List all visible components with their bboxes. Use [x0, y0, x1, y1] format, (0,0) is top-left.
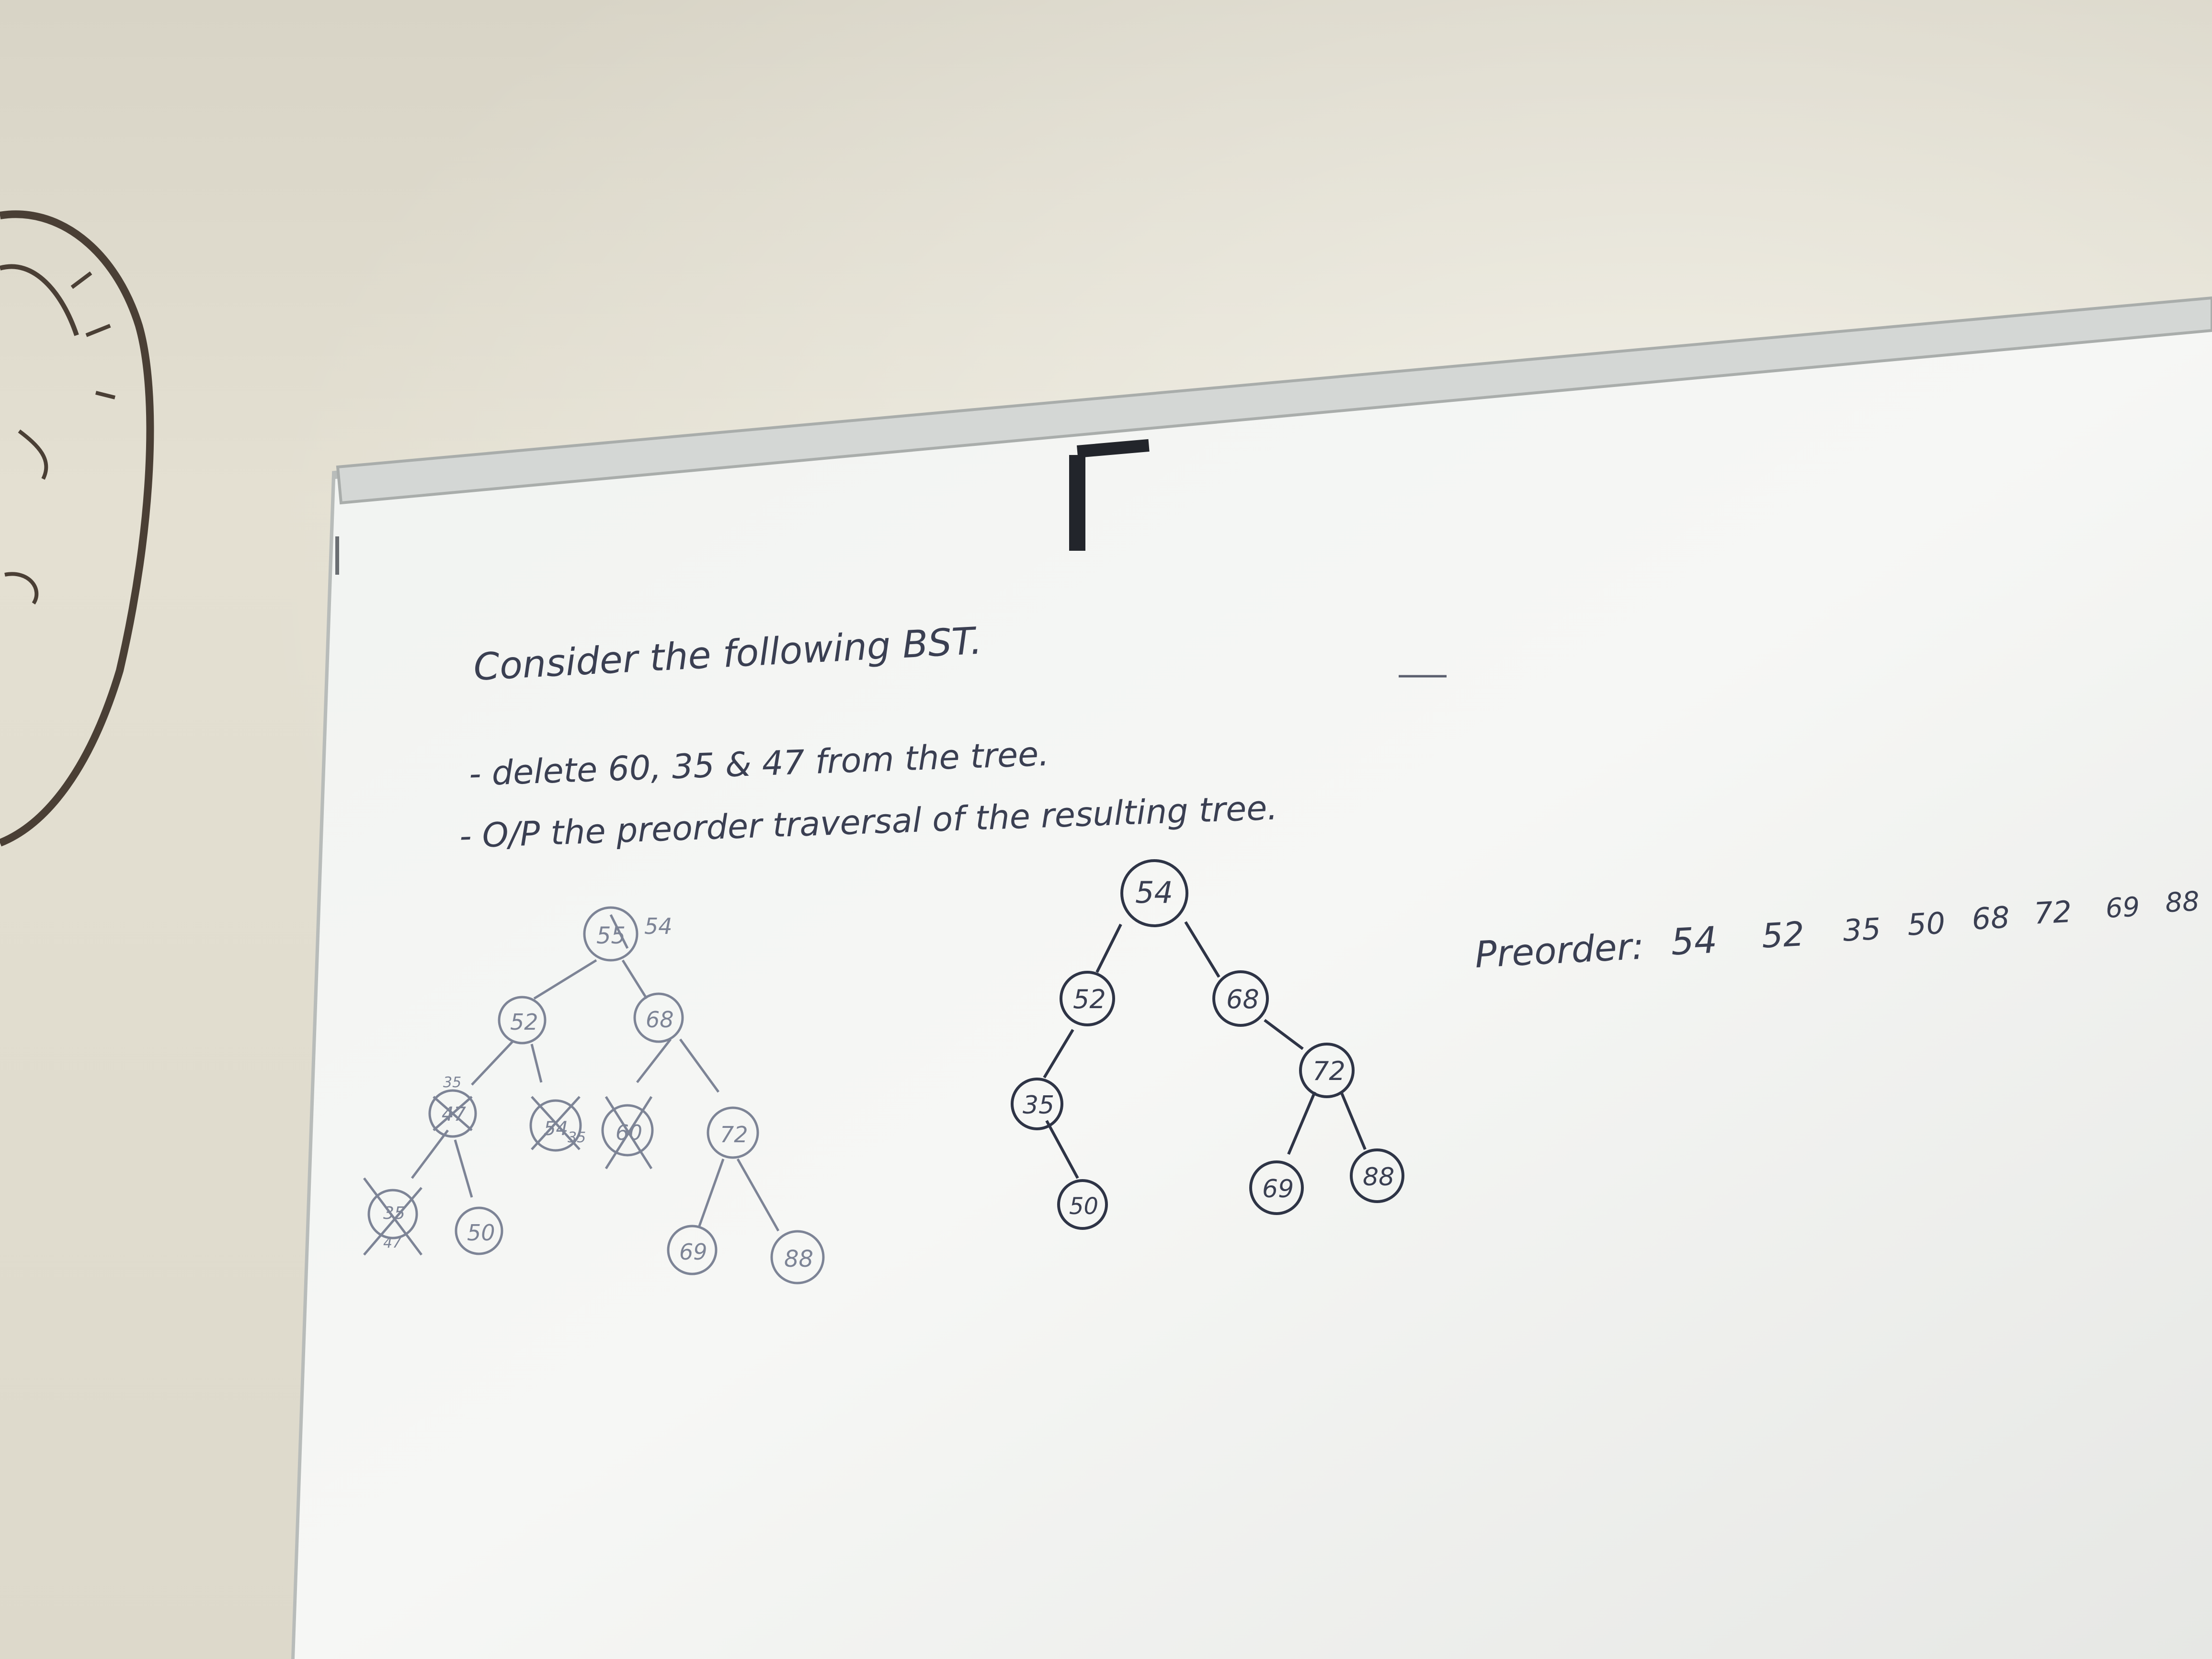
- preorder-value: 68: [1971, 900, 2011, 937]
- result-node-r: [1212, 970, 1269, 1027]
- cross-mark: [531, 1096, 581, 1150]
- bst-node-rrl: [667, 1225, 718, 1275]
- preorder-output: Preorder: 54 52 35 50 68 72 69 88: [1474, 886, 2201, 976]
- bst-node-ll: [428, 1089, 477, 1138]
- result-label-rrl: 69: [1262, 1175, 1294, 1204]
- result-node-root: [1120, 859, 1188, 927]
- bst-label-rrl: 69: [679, 1239, 707, 1265]
- bst-node-llr: [455, 1206, 503, 1255]
- result-label-r: 68: [1226, 984, 1259, 1014]
- result-node-rr: [1299, 1043, 1355, 1098]
- preorder-value: 72: [2033, 894, 2073, 931]
- black-tape-vertical: [1069, 455, 1085, 551]
- result-label-rrr: 88: [1363, 1163, 1394, 1192]
- board-left-edge-mark: [335, 536, 339, 575]
- bst-note-lr: 35: [568, 1129, 586, 1146]
- preorder-value: 52: [1761, 914, 1805, 956]
- result-node-llr: [1057, 1179, 1108, 1230]
- bst-note-root: 54: [644, 913, 673, 939]
- result-label-llr: 50: [1069, 1193, 1098, 1220]
- bst-label-l: 52: [510, 1009, 538, 1035]
- preorder-value: 54: [1670, 919, 1718, 964]
- cross-mark: [363, 1187, 422, 1256]
- bst-label-root: 55: [596, 922, 626, 949]
- bst-node-rrr: [770, 1230, 825, 1284]
- result-label-l: 52: [1073, 984, 1106, 1014]
- bst-node-r: [633, 992, 684, 1043]
- whiteboard-top-rail: [336, 296, 2212, 505]
- whiteboard: [291, 296, 2212, 1659]
- bst-node-rl: [601, 1104, 654, 1157]
- bst-label-rr: 72: [720, 1122, 748, 1148]
- bst-label-rrr: 88: [784, 1246, 813, 1273]
- black-tape-horizontal: [1077, 439, 1150, 458]
- bst-label-ll: 47: [442, 1103, 466, 1125]
- cross-mark: [609, 914, 629, 949]
- bst-label-lr: 54: [544, 1118, 568, 1140]
- bst-label-llr: 50: [467, 1220, 495, 1246]
- preorder-value: 35: [1842, 911, 1882, 948]
- result-label-rr: 72: [1312, 1056, 1345, 1086]
- preorder-label: Preorder:: [1474, 925, 1645, 976]
- bst-note-lll: 47: [383, 1235, 401, 1251]
- bst-label-rl: 60: [616, 1121, 642, 1145]
- bst-node-root: [583, 906, 639, 962]
- preorder-value: 88: [2165, 886, 2201, 919]
- result-node-rrl: [1249, 1160, 1304, 1215]
- result-bst-labels: 54 52 68 35 50 72 69 88: [1023, 875, 1394, 1220]
- bst-node-lll: [367, 1189, 418, 1239]
- cross-mark: [363, 1177, 422, 1256]
- result-label-ll: 35: [1023, 1091, 1054, 1120]
- preorder-value: 50: [1906, 906, 1946, 943]
- preorder-value: 69: [2105, 891, 2141, 924]
- result-node-ll: [1011, 1078, 1063, 1130]
- result-label-root: 54: [1135, 875, 1173, 910]
- result-node-rrr: [1350, 1148, 1404, 1203]
- bst-node-rr: [707, 1106, 759, 1159]
- original-bst-labels: 55 54 52 68 47 35 54 35 60 72 35 47 50 6…: [383, 913, 813, 1273]
- cross-mark: [604, 1096, 653, 1170]
- wall-art-portrait: [0, 210, 154, 847]
- result-node-l: [1060, 971, 1115, 1026]
- result-bst: [1011, 859, 1404, 1230]
- bst-node-l: [498, 996, 547, 1045]
- bst-note-ll: 35: [443, 1074, 461, 1091]
- bst-label-r: 68: [646, 1007, 674, 1033]
- bst-node-lr: [529, 1099, 582, 1152]
- cross-mark: [433, 1096, 473, 1131]
- original-bst: [363, 906, 825, 1284]
- bst-label-lll: 35: [383, 1204, 405, 1223]
